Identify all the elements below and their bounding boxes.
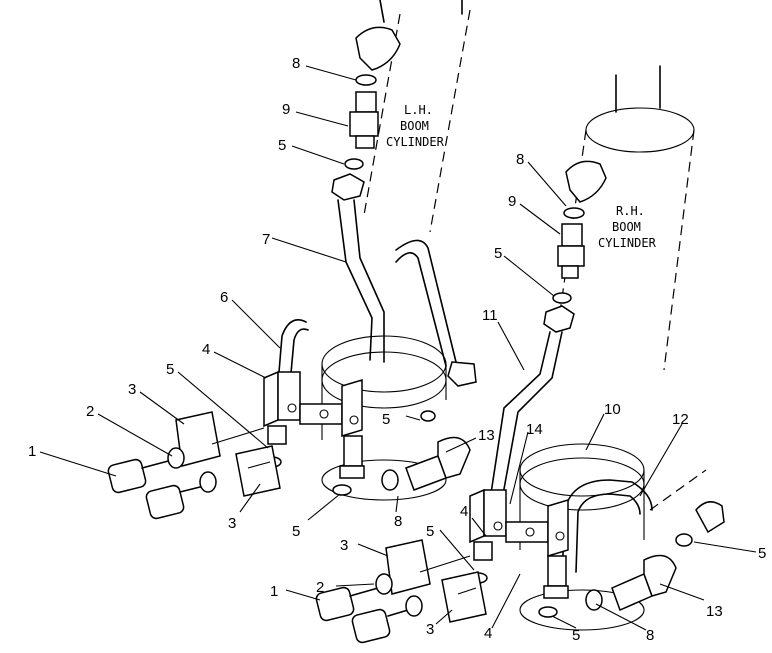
callout-1-rh: 1 bbox=[270, 583, 278, 600]
rh-bracket-blocks bbox=[469, 488, 569, 558]
callout-4-rh-upper: 4 bbox=[460, 503, 468, 520]
lh-bracket-blocks bbox=[263, 370, 363, 438]
callout-2-rh: 2 bbox=[316, 579, 324, 596]
callout-5-rh-elbow: 5 bbox=[758, 545, 766, 562]
callout-numbers: 8 9 5 7 6 4 3 5 2 1 3 5 13 14 5 8 11 10 … bbox=[28, 55, 766, 644]
callout-13-rh: 13 bbox=[706, 603, 723, 620]
lh-label-line-1: L.H. bbox=[404, 103, 433, 117]
callout-2-lh: 2 bbox=[86, 403, 94, 420]
callout-1-lh: 1 bbox=[28, 443, 36, 460]
callout-12: 12 bbox=[672, 411, 689, 428]
callout-6: 6 bbox=[220, 289, 228, 306]
lh-label-line-2: BOOM bbox=[400, 119, 429, 133]
lh-elbow-fitting bbox=[355, 26, 401, 71]
tube-7 bbox=[331, 173, 477, 387]
callout-3-rh-lower: 3 bbox=[426, 621, 434, 638]
callout-8-lh-lower: 8 bbox=[394, 513, 402, 530]
callout-3-lh-lower: 3 bbox=[228, 515, 236, 532]
rh-plates-and-bolts bbox=[315, 539, 487, 644]
callout-8-lh: 8 bbox=[292, 55, 300, 72]
lh-label-line-3: CYLINDER bbox=[386, 135, 445, 149]
rh-elbow-13 bbox=[585, 469, 725, 612]
tube-12 bbox=[561, 479, 653, 573]
callout-5-rh-bracket: 5 bbox=[426, 523, 434, 540]
lh-fitting-stack bbox=[344, 74, 379, 170]
rh-fitting-stack bbox=[552, 207, 585, 304]
callout-3-lh-upper: 3 bbox=[128, 381, 136, 398]
callout-10: 10 bbox=[604, 401, 621, 418]
callout-5-rh-lower: 5 bbox=[572, 627, 580, 644]
tube-11 bbox=[489, 305, 575, 501]
lh-cylinder-label: L.H. BOOM CYLINDER bbox=[386, 103, 445, 149]
tube-6 bbox=[277, 319, 309, 385]
lh-clamp-ring bbox=[321, 335, 447, 501]
rh-label-line-3: CYLINDER bbox=[598, 236, 657, 250]
callout-8-rh-lower: 8 bbox=[646, 627, 654, 644]
callout-3-rh-upper: 3 bbox=[340, 537, 348, 554]
callout-9-lh: 9 bbox=[282, 101, 290, 118]
callout-5-rh-upper: 5 bbox=[494, 245, 502, 262]
callout-13-lh: 13 bbox=[478, 427, 495, 444]
callout-11: 11 bbox=[482, 307, 498, 324]
callout-4-lh: 4 bbox=[202, 341, 210, 358]
rh-boom-cylinder bbox=[559, 65, 695, 371]
lh-elbow-13 bbox=[381, 410, 471, 491]
callout-4-rh-lower: 4 bbox=[484, 625, 492, 642]
leader-lines bbox=[39, 65, 757, 631]
callout-8-rh: 8 bbox=[516, 151, 524, 168]
rh-label-line-1: R.H. bbox=[616, 204, 645, 218]
callout-7: 7 bbox=[262, 231, 270, 248]
rh-elbow-fitting bbox=[565, 160, 607, 203]
callout-5-lh-upper: 5 bbox=[278, 137, 286, 154]
callout-9-rh: 9 bbox=[508, 193, 516, 210]
lh-plates-and-bolts bbox=[107, 411, 281, 520]
callout-5-lh-lower: 5 bbox=[292, 523, 300, 540]
callout-14: 14 bbox=[526, 421, 543, 438]
callout-5-lh-elbow: 5 bbox=[382, 411, 390, 428]
rh-label-line-2: BOOM bbox=[612, 220, 641, 234]
callout-5-lh-bracket: 5 bbox=[166, 361, 174, 378]
rh-cylinder-label: R.H. BOOM CYLINDER bbox=[598, 204, 657, 250]
